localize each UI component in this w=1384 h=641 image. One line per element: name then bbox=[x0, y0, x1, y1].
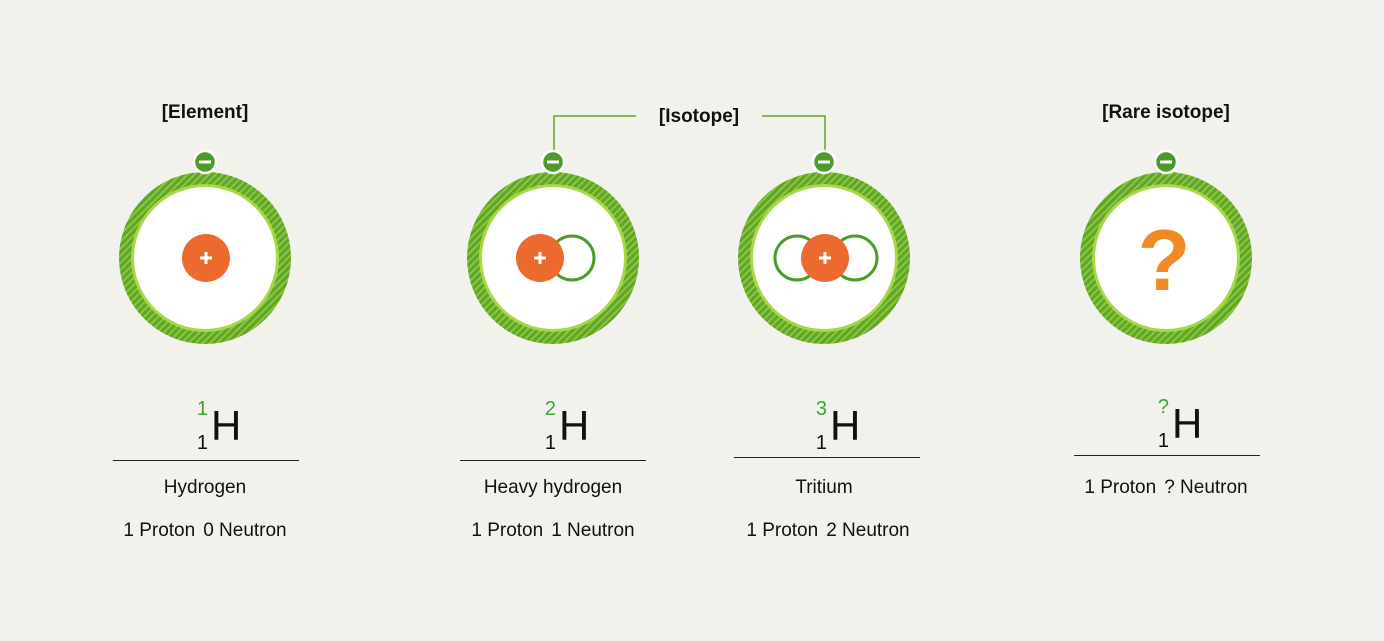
electron-icon bbox=[192, 149, 218, 175]
atomic-number: 1 bbox=[544, 432, 556, 454]
atom-tritium bbox=[738, 149, 910, 344]
mass-number: ? bbox=[1157, 396, 1169, 418]
mass-number: 1 bbox=[196, 398, 208, 420]
electron-icon bbox=[540, 149, 566, 175]
electron-icon bbox=[1153, 149, 1179, 175]
nuclide-symbol: 3 1 H bbox=[744, 395, 904, 465]
divider bbox=[460, 460, 646, 461]
nuclide-symbol: 2 1 H bbox=[473, 395, 633, 465]
divider bbox=[734, 457, 920, 458]
atomic-number: 1 bbox=[196, 432, 208, 454]
atom-rare-isotope: ? bbox=[1080, 149, 1252, 344]
atom-interior bbox=[1095, 187, 1237, 329]
isotope-bracket bbox=[553, 115, 826, 152]
unknown-nucleus-icon: ? bbox=[1138, 213, 1191, 309]
electron-icon bbox=[811, 149, 837, 175]
atom-heavy-hydrogen bbox=[467, 149, 639, 344]
atom-hydrogen bbox=[119, 149, 291, 344]
element-symbol: H bbox=[1172, 400, 1203, 447]
element-symbol: H bbox=[211, 402, 242, 449]
group-label-rare-isotope: [Rare isotope] bbox=[1102, 102, 1230, 123]
group-label-element: [Element] bbox=[161, 102, 249, 123]
nuclide-symbol: ? 1 H bbox=[1086, 393, 1246, 463]
divider bbox=[113, 460, 299, 461]
element-symbol: H bbox=[559, 402, 590, 449]
atomic-number: 1 bbox=[815, 432, 827, 454]
atom-name: Tritium bbox=[795, 477, 853, 498]
nuclide-symbol: 1 1 H bbox=[125, 395, 285, 465]
divider bbox=[1074, 455, 1260, 456]
proton-icon bbox=[516, 234, 564, 282]
element-symbol: H bbox=[830, 402, 861, 449]
proton-icon bbox=[182, 234, 230, 282]
atom-name: Heavy hydrogen bbox=[483, 477, 623, 498]
atom-name: Hydrogen bbox=[163, 477, 247, 498]
particle-counts: 1 Proton? Neutron bbox=[1084, 477, 1248, 498]
atomic-number: 1 bbox=[1157, 430, 1169, 452]
mass-number: 2 bbox=[544, 398, 556, 420]
proton-icon bbox=[801, 234, 849, 282]
mass-number: 3 bbox=[815, 398, 827, 420]
group-label-isotope: [Isotope] bbox=[658, 106, 740, 127]
